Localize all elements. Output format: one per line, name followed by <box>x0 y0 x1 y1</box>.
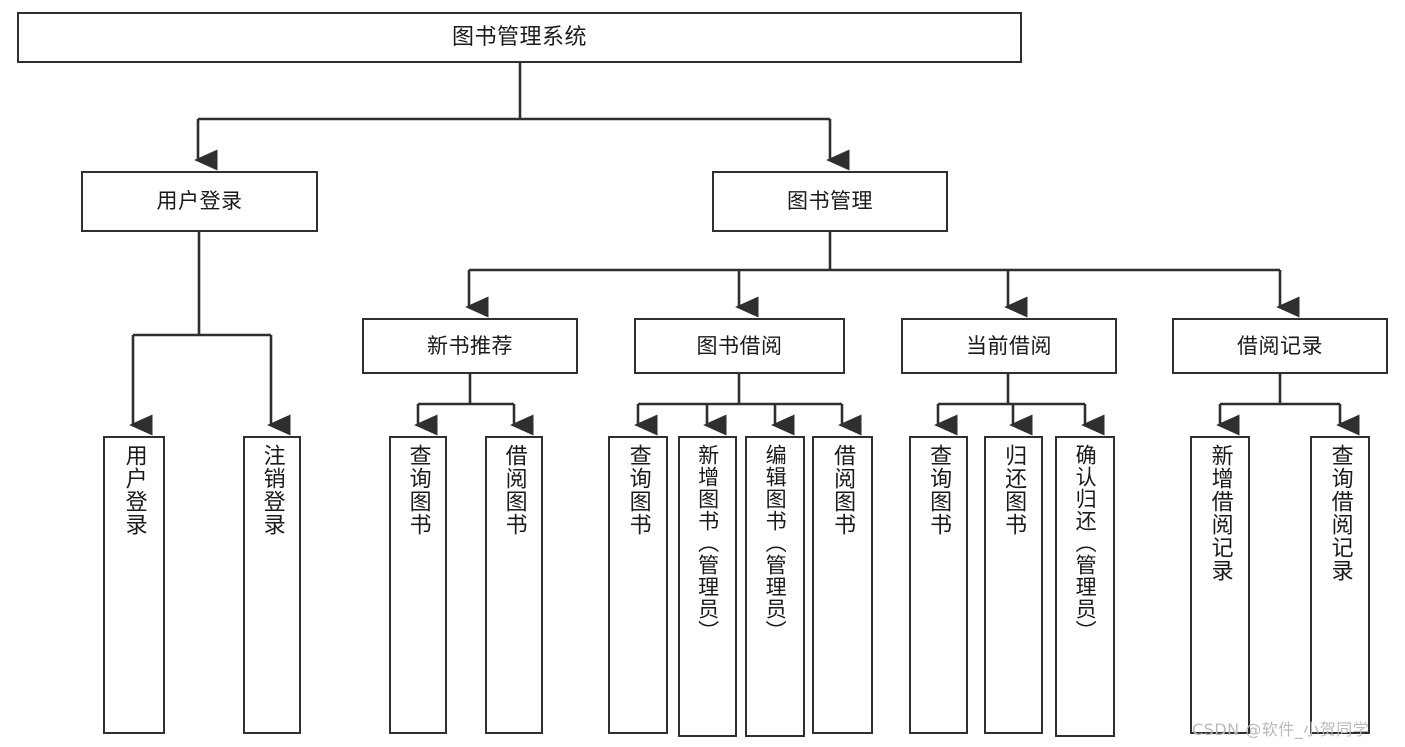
node-user-login[interactable]: 用户登录 <box>81 171 318 232</box>
node-leaf-add-record-label: 新增借阅记录 <box>1207 444 1233 582</box>
node-borrow-record-label: 借阅记录 <box>1237 333 1323 358</box>
node-leaf-query-book-1-label: 查询图书 <box>405 444 431 536</box>
node-leaf-add-record[interactable]: 新增借阅记录 <box>1190 436 1250 734</box>
node-book-borrow[interactable]: 图书借阅 <box>634 318 845 374</box>
node-new-book-rec-label: 新书推荐 <box>427 333 513 358</box>
node-leaf-borrow-book-2-label: 借阅图书 <box>830 444 856 536</box>
node-leaf-query-book-3-label: 查询图书 <box>926 444 952 536</box>
node-book-borrow-label: 图书借阅 <box>696 333 783 358</box>
node-leaf-return-book[interactable]: 归还图书 <box>984 436 1043 734</box>
node-current-borrow-label: 当前借阅 <box>966 333 1052 358</box>
node-leaf-confirm-return-label: 确认归还（管理员） <box>1073 444 1098 642</box>
node-new-book-rec[interactable]: 新书推荐 <box>362 318 578 374</box>
node-leaf-query-record-label: 查询借阅记录 <box>1327 444 1353 582</box>
csdn-watermark: CSDN @软件_小贺同学 <box>1192 720 1370 739</box>
node-user-login-label: 用户登录 <box>156 189 243 214</box>
node-leaf-add-book-label: 新增图书（管理员） <box>695 444 720 642</box>
node-leaf-confirm-return[interactable]: 确认归还（管理员） <box>1055 436 1115 737</box>
node-current-borrow[interactable]: 当前借阅 <box>901 318 1117 374</box>
node-leaf-user-login[interactable]: 用户登录 <box>103 436 165 734</box>
node-leaf-borrow-book-1[interactable]: 借阅图书 <box>485 436 543 734</box>
node-book-manage-label: 图书管理 <box>787 189 873 214</box>
node-leaf-query-record[interactable]: 查询借阅记录 <box>1310 436 1370 734</box>
node-leaf-query-book-3[interactable]: 查询图书 <box>909 436 968 734</box>
node-leaf-borrow-book-2[interactable]: 借阅图书 <box>812 436 873 734</box>
node-leaf-query-book-2[interactable]: 查询图书 <box>608 436 668 734</box>
node-book-manage[interactable]: 图书管理 <box>712 171 948 232</box>
node-leaf-query-book-1[interactable]: 查询图书 <box>389 436 447 734</box>
node-leaf-edit-book[interactable]: 编辑图书（管理员） <box>745 436 805 737</box>
node-root-label: 图书管理系统 <box>451 24 587 50</box>
node-leaf-user-logout[interactable]: 注销登录 <box>243 436 301 734</box>
node-borrow-record[interactable]: 借阅记录 <box>1172 318 1388 374</box>
node-leaf-user-logout-label: 注销登录 <box>259 444 285 536</box>
node-root[interactable]: 图书管理系统 <box>17 12 1022 63</box>
node-leaf-borrow-book-1-label: 借阅图书 <box>501 444 527 536</box>
node-leaf-return-book-label: 归还图书 <box>1001 444 1027 536</box>
node-leaf-user-login-label: 用户登录 <box>121 444 147 536</box>
node-leaf-edit-book-label: 编辑图书（管理员） <box>763 444 788 642</box>
node-leaf-query-book-2-label: 查询图书 <box>625 444 651 536</box>
node-leaf-add-book[interactable]: 新增图书（管理员） <box>678 436 737 737</box>
